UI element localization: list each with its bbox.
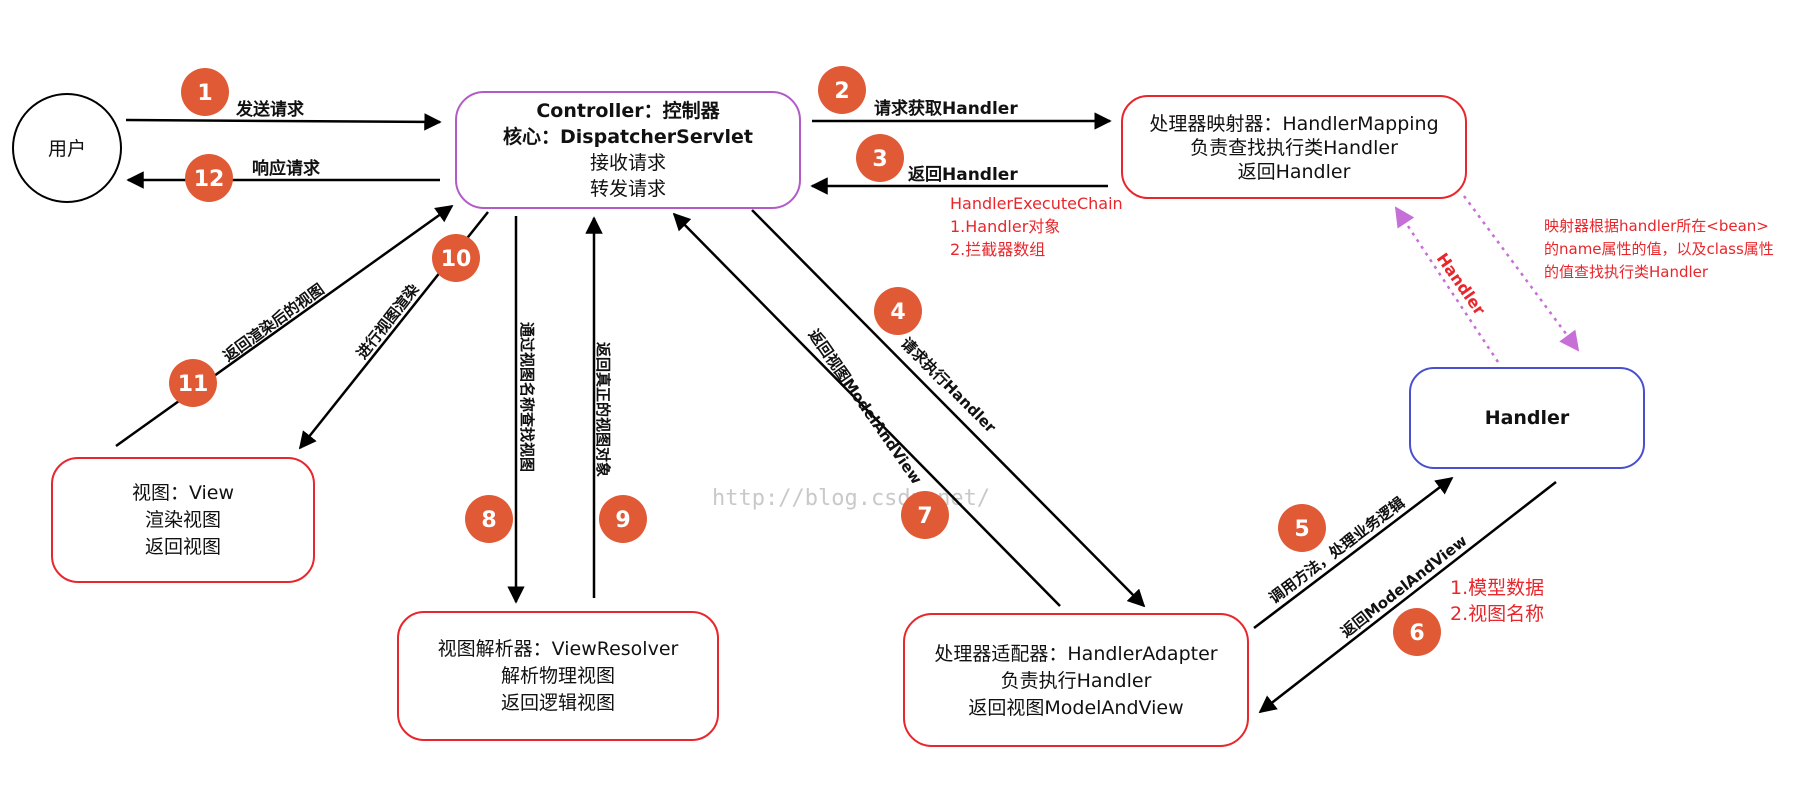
badge-3: 3 [856,134,904,182]
controller-node: Controller：控制器 核心：DispatcherServlet 接收请求… [455,91,801,209]
badge-6: 6 [1393,608,1441,656]
svg-text:7: 7 [917,504,932,529]
badge-1: 1 [181,68,229,116]
edge-label-3: 返回Handler [908,165,1018,185]
edge-label-12: 响应请求 [252,158,320,179]
svg-text:2.视图名称: 2.视图名称 [1450,603,1544,625]
edge-label-9: 返回真正的视图对象 [594,342,612,477]
dotted-arrow-handler-to-mapping [1394,206,1500,363]
svg-text:3: 3 [872,147,887,172]
handler-label: Handler [1485,407,1570,429]
user-label: 用户 [48,138,86,160]
view-line-1: 视图：View [132,482,234,504]
controller-line-1: Controller：控制器 [536,99,720,122]
svg-text:4: 4 [890,300,905,325]
badge-9: 9 [599,495,647,543]
svg-text:2.拦截器数组: 2.拦截器数组 [950,240,1045,259]
controller-line-4: 转发请求 [590,178,666,200]
svg-text:9: 9 [615,508,630,533]
edge-label-10: 进行视图渲染 [353,280,423,363]
svg-text:10: 10 [441,247,472,272]
edge-label-8: 通过视图名称查找视图 [518,322,536,472]
badge-8: 8 [465,495,513,543]
arrow-7 [672,212,1061,607]
arrow-6 [1258,481,1557,714]
edge-label-2: 请求获取Handler [874,98,1018,119]
model-note: 1.模型数据 2.视图名称 [1450,577,1544,625]
controller-line-2: 核心：DispatcherServlet [503,125,753,148]
user-node: 用户 [12,93,122,203]
svg-text:1.Handler对象: 1.Handler对象 [950,217,1060,236]
view-resolver-node: 视图解析器：ViewResolver 解析物理视图 返回逻辑视图 [397,611,719,741]
badge-10: 10 [432,234,480,282]
arrow-11 [115,204,454,448]
svg-text:2: 2 [834,79,849,104]
handler-adapter-line-2: 负责执行Handler [1001,670,1152,692]
badge-2: 2 [818,66,866,114]
svg-text:12: 12 [194,167,225,192]
handler-mapping-line-3: 返回Handler [1238,161,1351,183]
svg-text:8: 8 [481,508,496,533]
handler-chain-note: HandlerExecuteChain 1.Handler对象 2.拦截器数组 [950,194,1123,259]
view-resolver-line-1: 视图解析器：ViewResolver [438,638,679,660]
handler-mapping-node: 处理器映射器：HandlerMapping 负责查找执行类Handler 返回H… [1121,95,1467,199]
handler-adapter-node: 处理器适配器：HandlerAdapter 负责执行Handler 返回视图Mo… [903,613,1249,747]
badge-12: 12 [185,154,233,202]
controller-line-3: 接收请求 [590,152,666,174]
badge-4: 4 [874,287,922,335]
svg-text:1: 1 [197,81,212,106]
handler-adapter-line-3: 返回视图ModelAndView [968,697,1183,719]
badge-7: 7 [901,491,949,539]
svg-text:HandlerExecuteChain: HandlerExecuteChain [950,194,1123,213]
handler-mapping-line-1: 处理器映射器：HandlerMapping [1149,113,1438,135]
edge-label-4: 请求执行Handler [897,334,1000,437]
view-line-3: 返回视图 [145,536,221,558]
svg-text:映射器根据handler所在<bean>: 映射器根据handler所在<bean> [1544,217,1769,235]
arrow-4 [751,209,1146,608]
svg-text:的值查找执行类Handler: 的值查找执行类Handler [1544,263,1709,281]
view-resolver-line-3: 返回逻辑视图 [501,692,615,714]
handler-mapping-line-2: 负责查找执行类Handler [1190,137,1398,159]
arrow-1 [125,113,442,131]
handler-adapter-line-1: 处理器适配器：HandlerAdapter [934,643,1217,665]
svg-text:1.模型数据: 1.模型数据 [1450,577,1544,599]
handler-node: Handler [1409,367,1645,469]
edge-label-11: 返回渲染后的视图 [220,280,328,365]
svg-text:的name属性的值，以及class属性: 的name属性的值，以及class属性 [1544,240,1774,258]
view-node: 视图：View 渲染视图 返回视图 [51,457,315,583]
view-resolver-line-2: 解析物理视图 [501,665,615,687]
badge-11: 11 [169,359,217,407]
edge-label-1: 发送请求 [235,99,304,120]
arrow-5 [1253,476,1454,629]
watermark: http://blog.csdn.net/ [712,486,990,511]
mapping-note: 映射器根据handler所在<bean> 的name属性的值，以及class属性… [1544,217,1774,281]
svg-text:6: 6 [1409,621,1424,646]
svg-text:5: 5 [1294,517,1309,542]
view-line-2: 渲染视图 [145,509,221,531]
badge-5: 5 [1278,504,1326,552]
svg-text:11: 11 [178,372,209,397]
